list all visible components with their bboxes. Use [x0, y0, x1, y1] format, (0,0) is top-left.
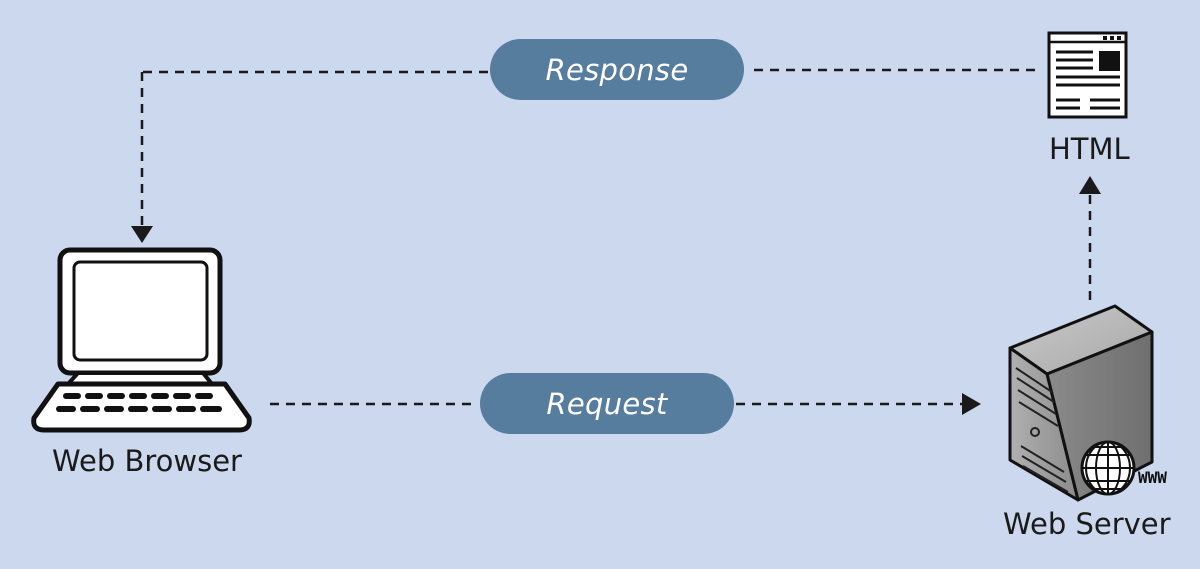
html-label: HTML [1049, 132, 1130, 166]
response-label: Response [545, 52, 689, 87]
laptop-icon [31, 247, 252, 433]
html-document-icon [1047, 31, 1128, 119]
response-connector [140, 68, 1035, 228]
request-arrowhead [962, 393, 981, 415]
server-to-html-arrowhead [1079, 176, 1101, 194]
request-label: Request [546, 386, 668, 421]
response-arrowhead [131, 226, 153, 243]
web-server-label: Web Server [1003, 507, 1171, 541]
response-pill: Response [490, 39, 744, 100]
web-browser-label: Web Browser [52, 444, 242, 478]
globe-icon [1080, 440, 1136, 496]
www-label: WWW [1138, 468, 1167, 487]
request-pill: Request [480, 373, 734, 434]
